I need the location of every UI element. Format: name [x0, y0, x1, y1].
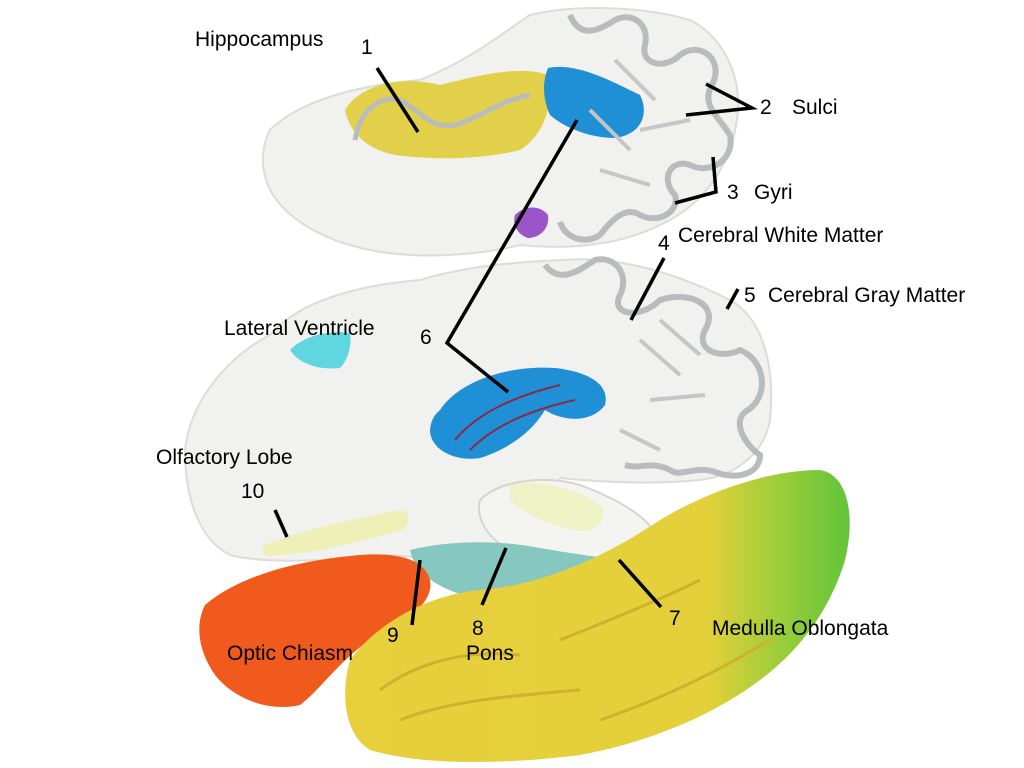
number-8: 8: [472, 617, 484, 640]
cortex-gyri-outline: [557, 13, 734, 243]
number-3: 3: [727, 181, 739, 204]
number-9: 9: [387, 624, 399, 647]
number-2: 2: [760, 96, 772, 119]
lateral-ventricle-blue: [430, 367, 606, 459]
upper-ventricle-blue: [544, 66, 644, 138]
leader-1-hippocampus: [375, 67, 420, 133]
number-1: 1: [361, 36, 373, 59]
upper-brain-section: [262, 7, 740, 257]
cerebral-gray-matter-label: Cerebral Gray Matter: [768, 284, 966, 307]
leader-lines: [273, 67, 758, 626]
hippocampus-label: Hippocampus: [195, 28, 324, 51]
leader-8-pons: [480, 547, 508, 606]
cerebellum-folia: [379, 578, 771, 722]
lower-sulcus-lines: [619, 318, 706, 452]
brainstem-pale-yellow: [510, 482, 604, 531]
ventricle-vessel-lines: [454, 384, 576, 451]
sulci-label: Sulci: [792, 96, 838, 119]
olfactory-lobe-label: Olfactory Lobe: [156, 446, 293, 469]
pons-label: Pons: [466, 642, 514, 665]
leader-2-sulci: [685, 82, 758, 117]
medulla-oblongata-label: Medulla Oblongata: [712, 617, 889, 640]
leader-3-gyri: [674, 156, 718, 205]
number-6: 6: [420, 326, 432, 349]
lower-cortex-outline: [542, 256, 765, 479]
lateral-ventricle-label: Lateral Ventricle: [224, 317, 375, 340]
leader-10-olfactory: [273, 509, 289, 538]
number-10: 10: [241, 480, 265, 503]
olfactory-tract: [262, 510, 409, 556]
temporal-lobe-orange: [199, 554, 431, 707]
gyri-label: Gyri: [754, 181, 793, 204]
cerebral-white-matter-label: Cerebral White Matter: [678, 224, 884, 247]
optic-chiasm-label: Optic Chiasm: [227, 642, 354, 665]
number-4: 4: [658, 232, 670, 255]
hippocampus-region: [345, 70, 551, 159]
hippocampus-fold-outline: [352, 92, 531, 141]
leader-5-gray-matter: [725, 288, 740, 310]
lower-brain-section: [183, 256, 850, 762]
leader-6-lateral-ventricle: [444, 119, 579, 394]
leader-4-white-matter: [629, 257, 666, 321]
leader-7-medulla: [617, 558, 663, 609]
cortex-sulcus-lines: [588, 58, 691, 187]
cyan-patch: [290, 332, 351, 369]
number-5: 5: [744, 284, 756, 307]
number-7: 7: [669, 607, 681, 630]
cerebellum: [345, 470, 850, 762]
leader-9-optic-chiasm: [410, 559, 422, 626]
